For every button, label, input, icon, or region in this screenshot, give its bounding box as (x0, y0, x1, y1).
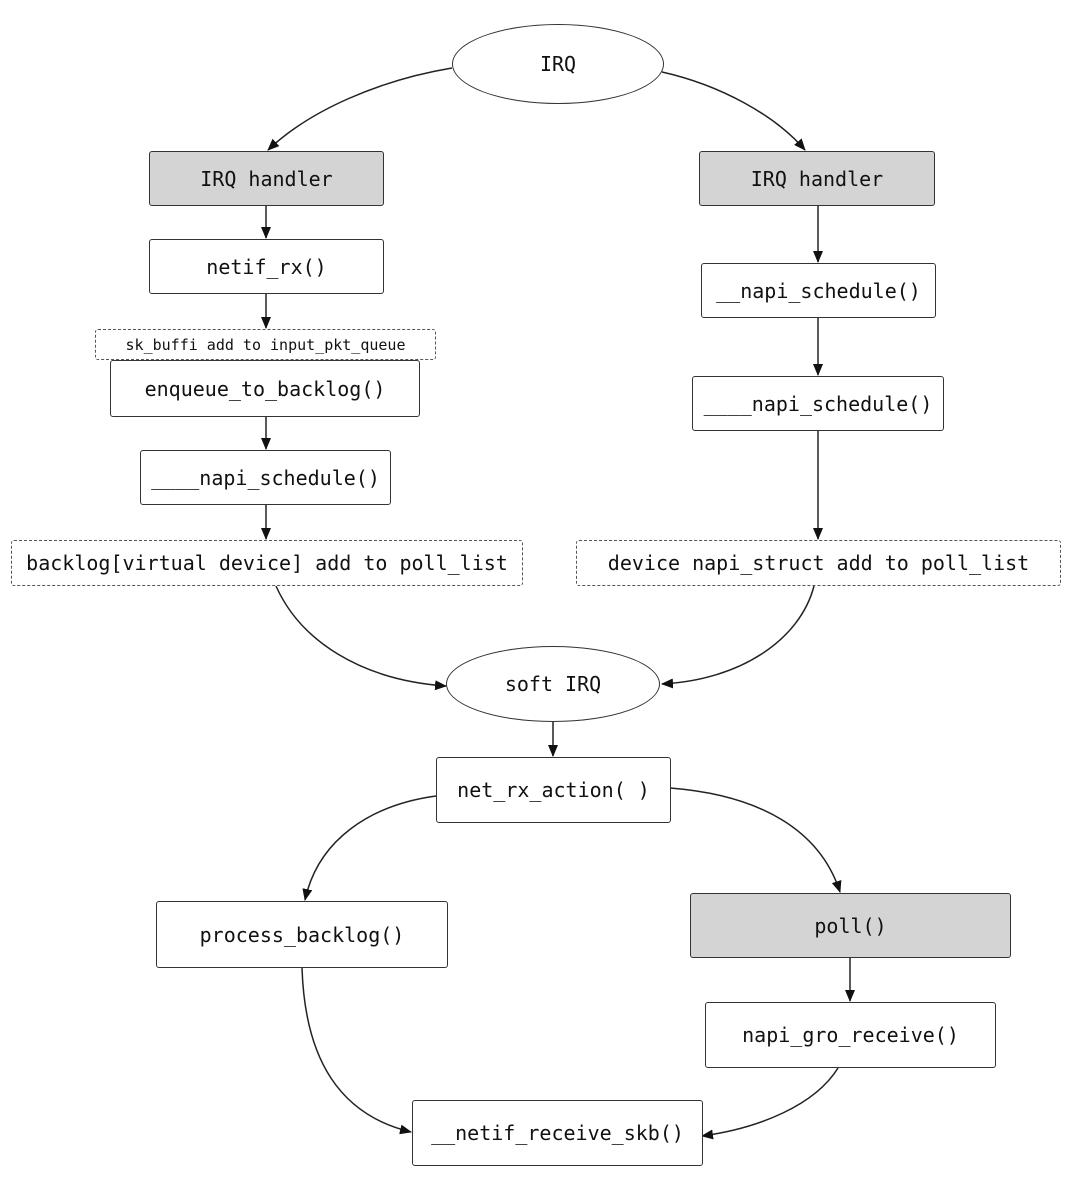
napi-schedule-left-node: ____napi_schedule() (140, 450, 391, 505)
sk-buff-queue-note: sk_buffi add to input_pkt_queue (95, 329, 436, 360)
process-backlog-node: process_backlog() (156, 901, 448, 968)
edge-net-rx-action-to-poll (669, 787, 842, 893)
net-rx-action-node: net_rx_action( ) (436, 757, 671, 823)
napi-schedule-right-1-node: __napi_schedule() (701, 263, 936, 318)
edge-backlog-note-to-soft-irq (275, 585, 447, 691)
irq-handler-left-node: IRQ handler (149, 151, 384, 206)
irq-handler-right-node: IRQ handler (699, 151, 935, 206)
edge-device-note-to-soft-irq (661, 585, 815, 689)
edge-irq-to-irq-handler-right (661, 71, 806, 151)
backlog-poll-list-note: backlog[virtual device] add to poll_list (11, 540, 523, 586)
edge-process-backlog-to-netif-receive-skb (301, 967, 412, 1135)
napi-schedule-right-2-node: ____napi_schedule() (692, 376, 944, 431)
netif-rx-node: netif_rx() (149, 239, 384, 294)
irq-node: IRQ (452, 24, 664, 104)
device-poll-list-note: device napi_struct add to poll_list (576, 540, 1061, 586)
enqueue-to-backlog-node: enqueue_to_backlog() (110, 360, 420, 417)
napi-gro-receive-node: napi_gro_receive() (705, 1002, 996, 1068)
edge-net-rx-action-to-process-backlog (302, 795, 437, 901)
edge-irq-to-irq-handler-left (267, 67, 453, 151)
soft-irq-node: soft IRQ (446, 646, 660, 722)
poll-node: poll() (690, 893, 1011, 958)
edge-napi-gro-receive-to-netif-receive-skb (701, 1067, 839, 1140)
netif-receive-skb-node: __netif_receive_skb() (412, 1100, 703, 1166)
